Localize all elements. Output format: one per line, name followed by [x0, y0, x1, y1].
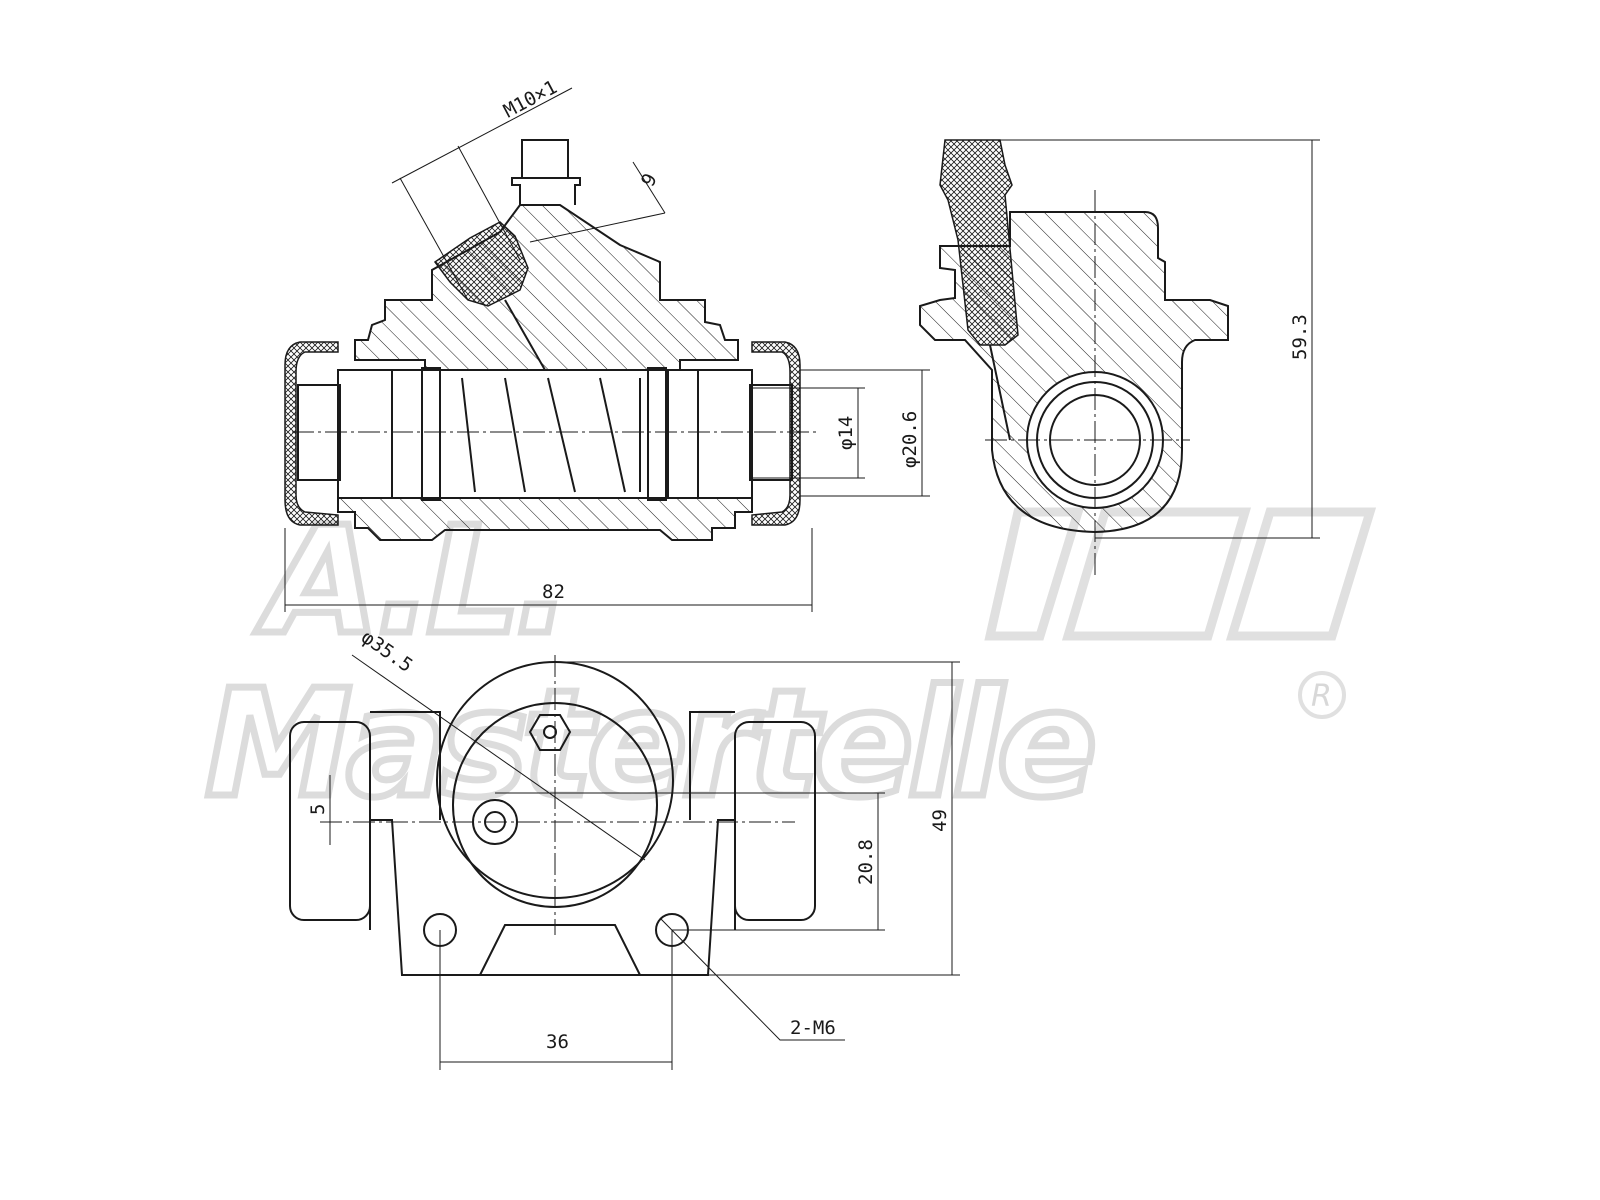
hole-spacing-label: 36 [546, 1031, 569, 1053]
bore-inner-label: φ14 [835, 416, 857, 450]
bore-outer-label: φ20.6 [899, 411, 921, 468]
left-cup [421, 367, 441, 501]
right-piston [749, 384, 793, 481]
bottom-foot [479, 924, 641, 976]
offset5-label: 5 [307, 804, 329, 815]
flange-dia-leader [351, 654, 646, 861]
registered-circle [1298, 671, 1346, 719]
watermark-line2: Mastertelle [205, 658, 1092, 830]
left-seal [391, 369, 423, 499]
thread-ext-1 [399, 177, 469, 301]
watermark-logo-bars [984, 507, 1377, 641]
left-piston [297, 384, 341, 481]
bleed-hex-nut [528, 714, 572, 751]
housing-outline [369, 711, 736, 976]
bore-outline [337, 369, 753, 499]
bleed-screw [511, 139, 581, 205]
bleed-nipple [433, 221, 529, 307]
offset-dim-line [632, 161, 666, 214]
front-section-view: M10×1 9 φ14 φ20.6 82 [284, 76, 930, 612]
offset-label: 9 [637, 170, 662, 190]
flange-height-label: 49 [929, 809, 951, 832]
mount-height-label: 20.8 [855, 839, 877, 885]
offset-ext [529, 212, 666, 243]
right-boot [751, 341, 801, 526]
body-section-bottom [337, 497, 753, 541]
right-cup [647, 367, 667, 501]
side-bleed-channel [989, 344, 1011, 441]
thread-label: M10×1 [500, 76, 561, 122]
length-label: 82 [542, 581, 565, 603]
mount-holes-leader [659, 917, 845, 1041]
right-seal [667, 369, 699, 499]
left-boot [284, 341, 339, 526]
bleed-channel [504, 299, 546, 371]
side-bleed-screw [939, 139, 1019, 346]
mount-holes-label: 2-M6 [790, 1017, 836, 1039]
body-section [354, 204, 739, 371]
thread-dim-line [391, 87, 573, 184]
registered-mark: R [1311, 679, 1332, 714]
spring [461, 377, 641, 493]
height-label: 59.3 [1289, 314, 1311, 360]
bleed-hex-center [543, 725, 557, 739]
thread-ext-2 [457, 145, 521, 261]
side-section-view: 59.3 [919, 139, 1320, 575]
